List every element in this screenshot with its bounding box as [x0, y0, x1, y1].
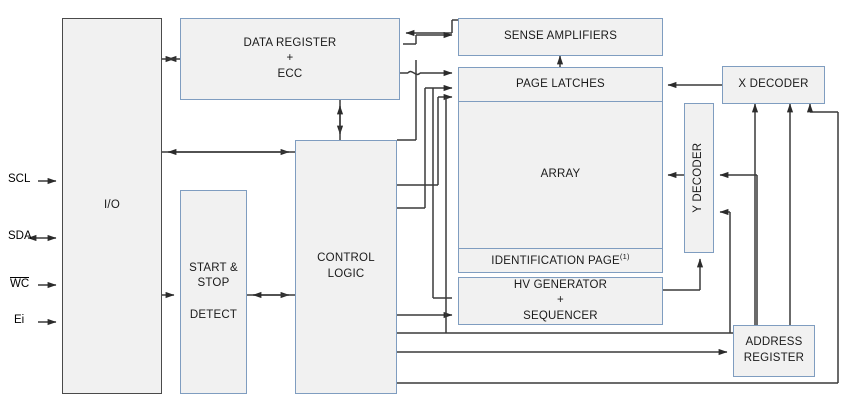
block-array: ARRAY: [458, 101, 663, 249]
block-start-stop-detect: START & STOP DETECT: [180, 190, 247, 394]
pin-label-sda: SDA: [8, 230, 32, 242]
block-y-decoder: Y DECODER: [684, 103, 714, 253]
block-identification-page: IDENTIFICATION PAGE(1): [458, 248, 663, 273]
block-x-decoder: X DECODER: [722, 66, 825, 104]
pin-label-ei: Ei: [14, 314, 25, 326]
block-control-logic: CONTROL LOGIC: [295, 140, 397, 394]
block-address-register: ADDRESS REGISTER: [733, 325, 815, 377]
pin-label-wc: WC: [10, 277, 30, 290]
block-hv-generator-sequencer: HV GENERATOR + SEQUENCER: [458, 277, 663, 325]
block-io: I/O: [62, 18, 162, 394]
block-page-latches: PAGE LATCHES: [458, 67, 663, 102]
block-data-register-ecc: DATA REGISTER + ECC: [180, 18, 400, 100]
pin-label-scl: SCL: [8, 173, 31, 185]
block-sense-amplifiers: SENSE AMPLIFIERS: [458, 18, 663, 56]
footnote-marker: (1): [619, 251, 630, 261]
